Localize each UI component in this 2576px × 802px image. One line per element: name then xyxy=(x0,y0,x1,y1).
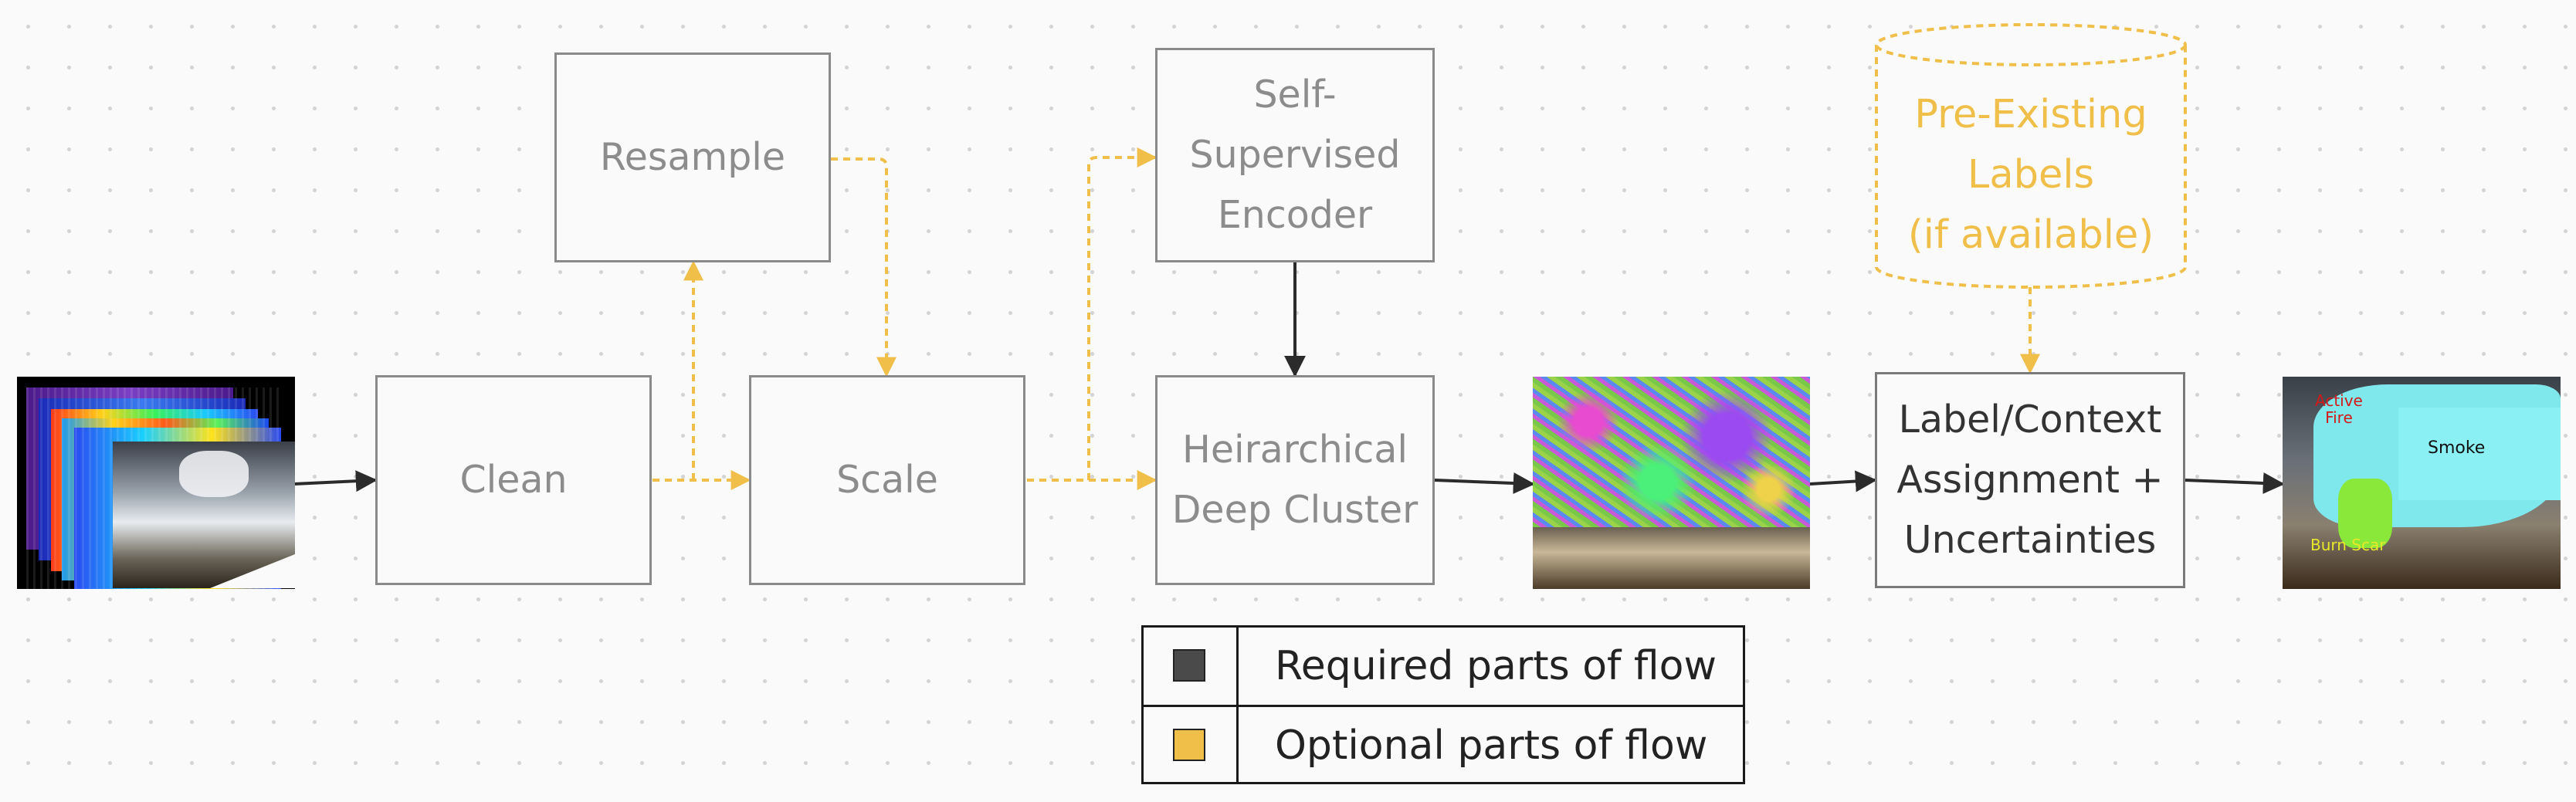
resample-label: Resample xyxy=(599,135,786,179)
labels-database-text: Pre-Existing Labels (if available) xyxy=(1876,85,2185,266)
edge-assignment-to-output xyxy=(2185,472,2285,494)
assignment-label-line2: Assignment + xyxy=(1896,458,2164,502)
encoder-label-line2: Encoder xyxy=(1217,193,1373,237)
resample-node: Resample xyxy=(554,52,831,262)
label-assignment-node: Label/Context Assignment + Uncertainties xyxy=(1875,372,2185,588)
required-swatch xyxy=(1173,649,1205,682)
cluster-label-line2: Deep Cluster xyxy=(1171,488,1418,532)
assignment-label-line3: Uncertainties xyxy=(1903,518,2157,562)
edge-cluster-to-map xyxy=(1434,472,1535,494)
scale-node: Scale xyxy=(749,375,1025,585)
optional-swatch xyxy=(1173,729,1205,761)
active-fire-annotation: Active Fire xyxy=(2315,392,2363,426)
output-labeled-image: Active Fire Smoke Burn Scar xyxy=(2283,377,2561,589)
active-fire-line2: Fire xyxy=(2325,408,2353,427)
edge-scale-to-encoder xyxy=(1087,147,1158,480)
legend-row-required: Required parts of flow xyxy=(1144,628,1743,707)
encoder-node: Self-Supervised Encoder xyxy=(1155,48,1435,262)
edge-map-to-assignment xyxy=(1809,470,1877,492)
legend-row-optional: Optional parts of flow xyxy=(1144,707,1743,784)
burn-scar-annotation: Burn Scar xyxy=(2310,536,2386,554)
labels-line2: Labels xyxy=(1967,152,2095,198)
smoke-annotation: Smoke xyxy=(2428,438,2486,458)
cluster-map-image xyxy=(1533,377,1810,589)
required-label: Required parts of flow xyxy=(1275,643,1717,689)
encoder-label-line1: Self-Supervised xyxy=(1189,73,1401,177)
cluster-label-line1: Heirarchical xyxy=(1181,428,1408,472)
optional-label: Optional parts of flow xyxy=(1275,722,1708,769)
active-fire-line1: Active xyxy=(2315,391,2363,410)
assignment-label-line1: Label/Context xyxy=(1898,398,2162,442)
cluster-node: Heirarchical Deep Cluster xyxy=(1155,375,1435,585)
edge-resample-to-scale xyxy=(831,157,897,377)
scale-label: Scale xyxy=(836,458,938,502)
legend: Required parts of flow Optional parts of… xyxy=(1141,625,1745,784)
input-datacube-image xyxy=(17,377,295,589)
edge-input-to-clean xyxy=(293,470,378,492)
labels-line1: Pre-Existing xyxy=(1914,92,2147,137)
labels-database-cylinder xyxy=(1875,23,2187,289)
clean-label: Clean xyxy=(459,458,568,502)
clean-node: Clean xyxy=(375,375,652,585)
labels-line3: (if available) xyxy=(1907,212,2154,258)
